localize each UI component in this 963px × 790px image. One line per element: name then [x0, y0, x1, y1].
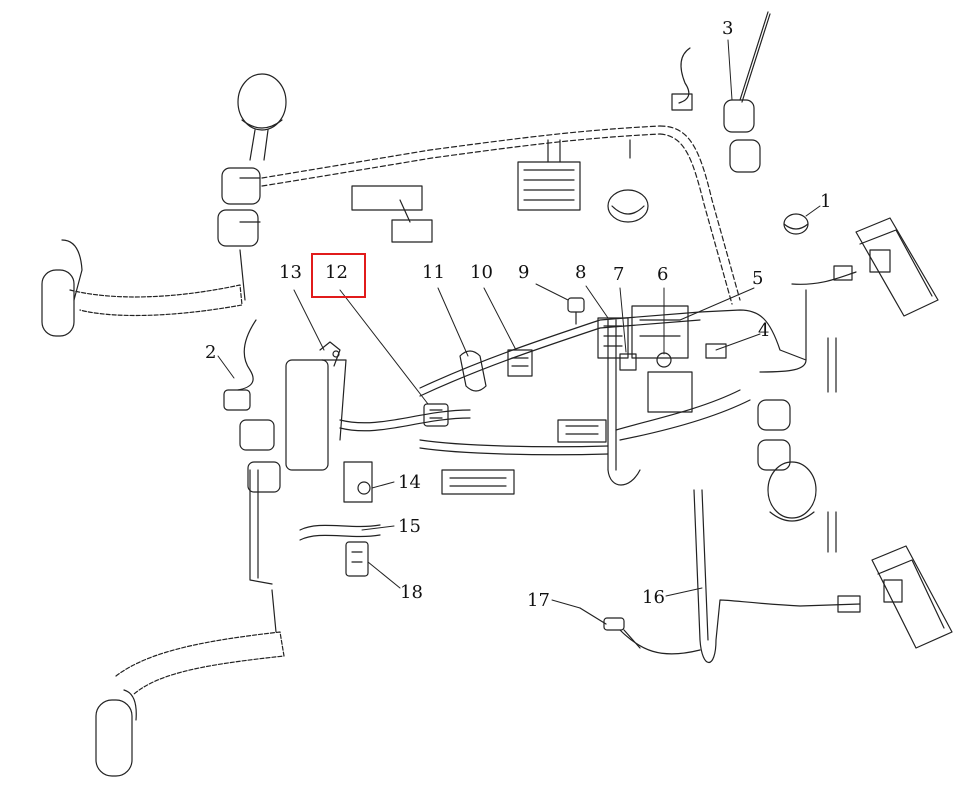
leader-12: [339, 289, 429, 405]
leader-18: [367, 561, 401, 589]
part-8-fuse-block: [597, 317, 629, 359]
part-10-relay: [507, 349, 533, 377]
part-17-sensor: [579, 607, 641, 649]
leader-4: [715, 333, 761, 351]
part-3-light-pair: [671, 11, 771, 173]
callout-6[interactable]: 6: [657, 264, 669, 285]
callout-2[interactable]: 2: [205, 342, 217, 363]
callout-18[interactable]: 18: [400, 582, 423, 603]
callout-1[interactable]: 1: [820, 191, 832, 212]
leader-13: [293, 289, 325, 351]
callout-5[interactable]: 5: [752, 268, 764, 289]
lower-center-module: [441, 469, 515, 495]
callout-12[interactable]: 12: [325, 262, 348, 283]
leader-17: [551, 599, 581, 609]
callout-15[interactable]: 15: [398, 516, 421, 537]
upper-right-display: [855, 217, 939, 317]
part-18-plug: [345, 541, 369, 577]
upper-left-light-assembly: [217, 73, 287, 247]
part-14-cover: [343, 461, 373, 503]
lower-right-display: [871, 545, 953, 649]
part-1-grommet: [783, 213, 809, 235]
part-5-relay-box: [631, 305, 689, 359]
part-12-connector: [423, 403, 449, 427]
part-16-harness: [619, 489, 861, 663]
callout-13[interactable]: 13: [279, 262, 302, 283]
relay-connector-top: [351, 185, 433, 243]
leader-10: [483, 287, 517, 351]
callout-7[interactable]: 7: [613, 264, 625, 285]
leader-11: [437, 287, 469, 357]
leader-14: [371, 481, 395, 489]
center-harness: [419, 309, 807, 486]
part-6-sensor: [656, 352, 672, 368]
part-15-loom: [299, 524, 381, 541]
part-4-bracket: [705, 343, 727, 359]
part-9-switch: [567, 297, 585, 325]
leader-7: [619, 287, 627, 353]
callout-16[interactable]: 16: [642, 587, 665, 608]
top-center-module: [517, 139, 649, 223]
leader-8: [585, 285, 609, 319]
part-2-pigtail: [223, 319, 257, 411]
left-cluster-harness: [239, 359, 609, 585]
callout-8[interactable]: 8: [575, 262, 587, 283]
leader-1: [805, 205, 821, 217]
lower-right-light-assembly: [757, 337, 837, 553]
upper-left-grip: [41, 239, 246, 337]
center-lower-module: [557, 371, 693, 443]
leader-16: [665, 587, 703, 597]
callout-4[interactable]: 4: [758, 320, 770, 341]
callout-3[interactable]: 3: [722, 18, 734, 39]
leader-2: [217, 355, 235, 379]
part-13-bracket: [319, 341, 341, 367]
callout-17[interactable]: 17: [527, 590, 550, 611]
callout-11[interactable]: 11: [422, 262, 445, 283]
callout-14[interactable]: 14: [398, 472, 421, 493]
leader-9: [535, 283, 569, 301]
lower-left-grip: [95, 589, 285, 777]
part-11-clip: [459, 350, 487, 392]
right-connector-upper: [759, 265, 857, 373]
leader-3: [727, 39, 733, 101]
leader-15: [361, 525, 395, 531]
leader-lines: [217, 39, 821, 609]
callout-9[interactable]: 9: [518, 262, 530, 283]
callout-10[interactable]: 10: [470, 262, 493, 283]
top-harness-run: [261, 125, 741, 305]
leader-5: [679, 287, 755, 321]
